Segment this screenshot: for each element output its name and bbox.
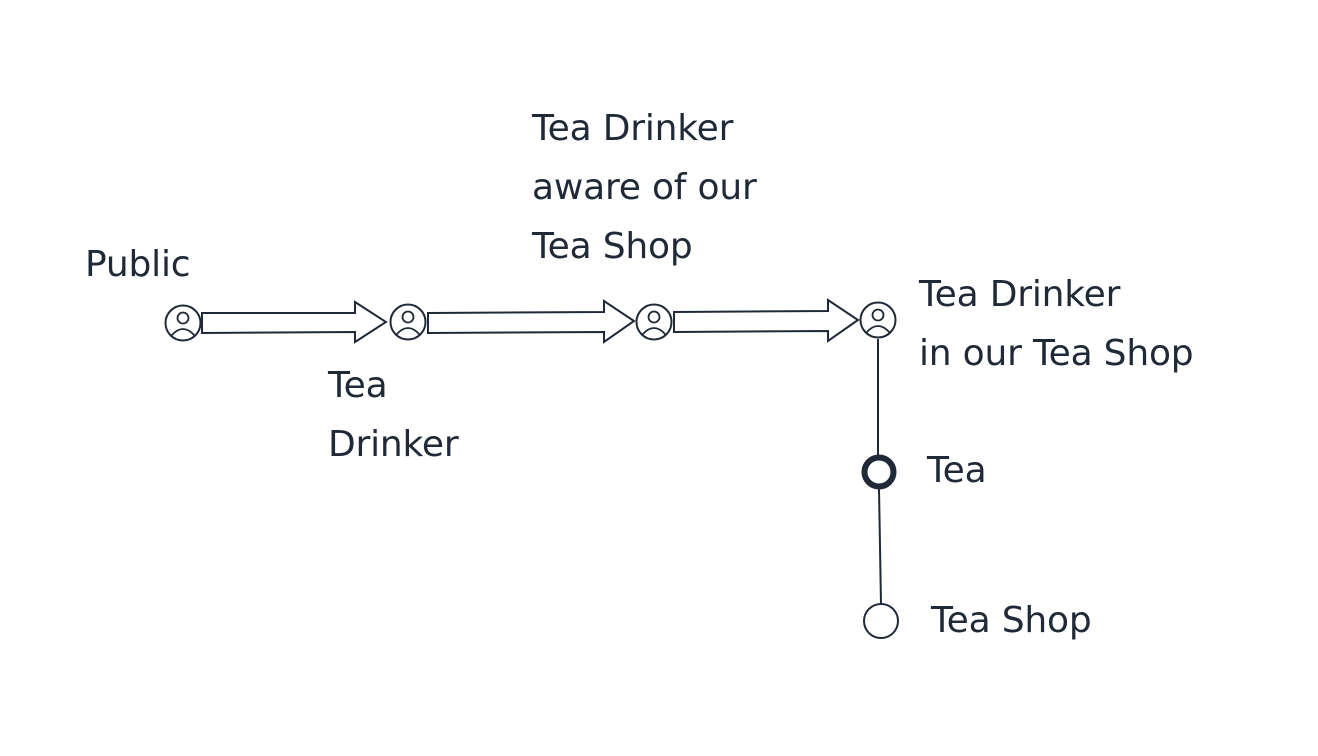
user-circle-icon <box>389 303 427 341</box>
component-label-tea: Tea <box>927 441 987 500</box>
user-circle-icon <box>635 303 673 341</box>
component-label-line: Tea <box>927 450 987 491</box>
stage-label-line: Public <box>85 244 191 285</box>
user-circle-icon <box>164 304 202 342</box>
stage-label-in-tea-shop: Tea Drinker in our Tea Shop <box>919 265 1194 383</box>
connector-line-tea-to-teashop <box>878 488 882 605</box>
stage-label-tea-drinker: Tea Drinker <box>328 356 459 474</box>
stage-label-line: Tea Shop <box>532 226 693 267</box>
component-label-line: Tea Shop <box>931 600 1092 641</box>
component-label-tea-shop: Tea Shop <box>931 591 1092 650</box>
transition-arrow-2 <box>427 299 636 344</box>
transition-arrow-1 <box>201 300 388 344</box>
stage-label-line: in our Tea Shop <box>919 333 1194 374</box>
transition-arrow-3 <box>673 298 860 343</box>
component-node-tea-shop <box>863 603 899 639</box>
stage-label-line: Tea <box>328 365 388 406</box>
stage-label-public: Public <box>85 235 191 294</box>
component-node-tea <box>861 454 897 490</box>
stage-label-aware-of-tea-shop: Tea Drinker aware of our Tea Shop <box>532 99 757 276</box>
user-circle-icon <box>859 301 897 339</box>
stage-label-line: aware of our <box>532 167 757 208</box>
stage-label-line: Tea Drinker <box>532 108 734 149</box>
stage-label-line: Drinker <box>328 424 459 465</box>
stage-label-line: Tea Drinker <box>919 274 1121 315</box>
